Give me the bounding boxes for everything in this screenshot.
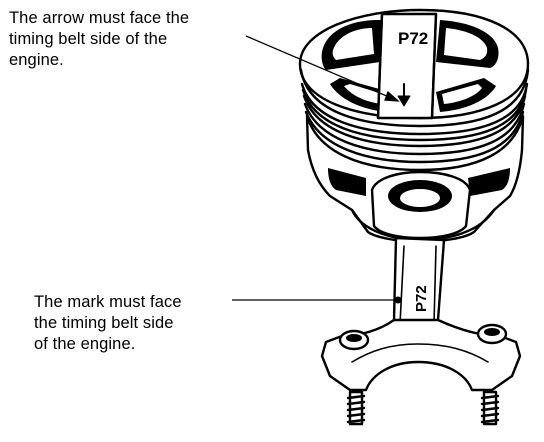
valve-relief-right <box>436 20 499 68</box>
piston-direction-arrow-icon <box>397 83 411 107</box>
callout-mark-line-2: the timing belt side <box>34 314 174 332</box>
callout-mark-line-3: of the engine. <box>34 335 136 353</box>
leader-line-arrow <box>245 35 397 101</box>
piston-ring-grooves <box>299 68 530 164</box>
valve-relief-left <box>321 20 384 70</box>
valve-relief-lower-left <box>330 78 390 112</box>
rod-bolt-thread-left <box>346 390 366 426</box>
valve-relief-lower-right <box>436 78 496 112</box>
rod-bolt-thread-right <box>480 390 500 426</box>
leader-lines <box>232 35 400 301</box>
callout-arrow-line-2: timing belt side of the <box>9 30 168 48</box>
piston-crown-marking: P72 <box>398 29 428 48</box>
callout-arrow-line-3: engine. <box>9 51 64 69</box>
connecting-rod-mark-dot <box>394 296 402 304</box>
connecting-rod-marking: P72 <box>413 285 430 312</box>
callout-mark-line-1: The mark must face <box>34 293 182 311</box>
callout-arrow-line-1: The arrow must face the <box>9 9 190 27</box>
skirt-window-left <box>328 168 366 196</box>
callout-mark-instruction: The mark must face the timing belt side … <box>34 292 182 355</box>
skirt-window-right <box>468 168 510 196</box>
leader-line-arrow-head <box>384 90 400 102</box>
callout-arrow-instruction: The arrow must face the timing belt side… <box>9 8 189 71</box>
